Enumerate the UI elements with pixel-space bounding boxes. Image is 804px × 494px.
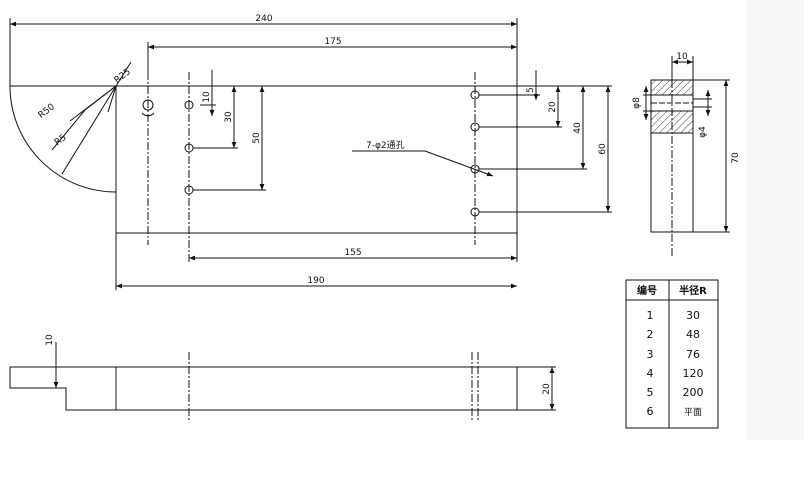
table-row-2-r: 48 — [686, 328, 700, 341]
pivot-arc — [141, 112, 155, 117]
dim-10: 10 — [202, 91, 212, 103]
hole-1 — [184, 100, 194, 110]
dim-240: 240 — [255, 14, 272, 24]
dim-5: 5 — [526, 87, 536, 93]
radius-table — [625, 279, 719, 429]
callout-leader — [352, 150, 494, 177]
radius-line-r5 — [51, 85, 117, 151]
table-row-1-no: 1 — [647, 309, 654, 322]
table-row-3-r: 76 — [686, 348, 700, 361]
label-r25: R25 — [113, 67, 133, 86]
side-panel — [747, 0, 804, 440]
dim-side-10: 10 — [676, 52, 688, 62]
plate-outline — [115, 85, 518, 234]
dim-155: 155 — [344, 248, 361, 258]
dim-190: 190 — [307, 276, 324, 286]
table-row-6-no: 6 — [647, 405, 654, 418]
radius-line-r25 — [115, 61, 132, 87]
table-row-4-r: 120 — [683, 367, 704, 380]
front-view — [9, 18, 612, 290]
table-row-3-no: 3 — [647, 348, 654, 361]
dim-phi4: φ4 — [698, 126, 708, 138]
table-header-radius: 半径R — [679, 284, 707, 297]
dim-bottom-10: 10 — [45, 334, 55, 346]
side-view — [643, 56, 730, 258]
dim-20: 20 — [548, 101, 558, 113]
dim-30: 30 — [224, 111, 234, 123]
table-header-no: 编号 — [637, 284, 657, 297]
table-row-2-no: 2 — [647, 328, 654, 341]
table-row-5-r: 200 — [683, 386, 704, 399]
dim-40: 40 — [573, 122, 583, 134]
dim-70: 70 — [731, 152, 741, 164]
callout-text: 7-φ2通孔 — [366, 140, 405, 151]
dim-175: 175 — [324, 37, 341, 47]
table-row-6-r: 平面 — [684, 407, 702, 418]
pivot-hole — [142, 99, 154, 111]
label-r50: R50 — [37, 102, 57, 121]
bottom-view — [9, 342, 556, 420]
radius-line-short — [107, 85, 117, 113]
fan-arc-r50 — [9, 85, 117, 193]
table-row-4-no: 4 — [647, 367, 654, 380]
table-row-1-r: 30 — [686, 309, 700, 322]
dim-50: 50 — [252, 132, 262, 144]
radius-line-r25b — [61, 85, 117, 175]
dim-bottom-20: 20 — [542, 383, 552, 395]
dim-60: 60 — [598, 143, 608, 155]
table-row-5-no: 5 — [647, 386, 654, 399]
dim-phi8: φ8 — [632, 97, 642, 109]
bottom-outline — [9, 366, 518, 411]
